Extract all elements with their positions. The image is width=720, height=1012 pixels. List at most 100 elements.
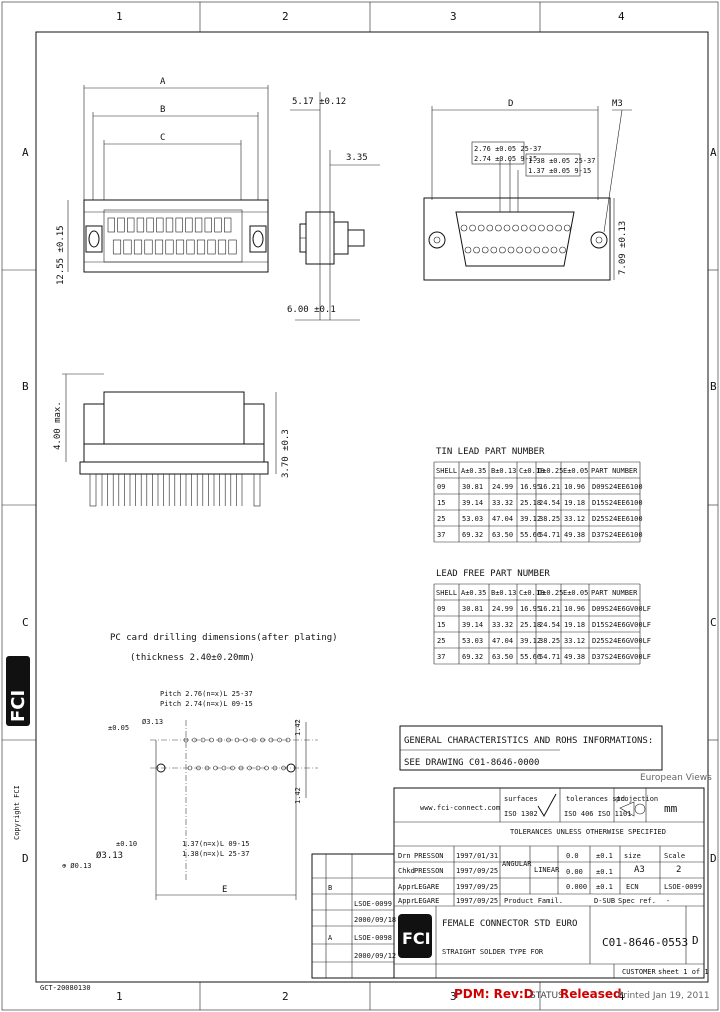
lf-table-title: LEAD FREE PART NUMBER <box>436 569 550 579</box>
pcb-label-11: ⊕ Ø0.13 <box>62 862 92 870</box>
table-cell: 38.25 <box>539 515 560 523</box>
table-cell: 19.18 <box>564 621 585 629</box>
pcb-label-8: 1.38(n=x)L 25-37 <box>182 850 249 858</box>
drill-hole <box>238 765 244 771</box>
table-cell: 69.32 <box>462 653 483 661</box>
drill-hole <box>260 737 265 743</box>
table-cell: 30.81 <box>462 605 483 613</box>
pcb-label-2: Pitch 2.74(n=x)L 09-15 <box>160 700 253 708</box>
dim-m3: M3 <box>612 99 623 109</box>
drill-hole <box>268 737 274 743</box>
contact-hole <box>542 246 549 254</box>
dim-side-1: 5.17 ±0.12 <box>292 97 346 107</box>
table-cell: 49.38 <box>564 653 585 661</box>
table-cell: 55.66 <box>520 531 541 539</box>
table-cell: 09 <box>437 605 445 613</box>
zone-top-3: 3 <box>450 10 457 23</box>
table-cell: 54.71 <box>539 653 560 661</box>
rev-row-4-date: 2000/09/12 <box>354 952 396 960</box>
contact-hole <box>550 246 558 254</box>
drill-hole <box>209 737 214 743</box>
zone-left-b: B <box>22 380 29 393</box>
contact-slot <box>107 217 115 233</box>
drill-hole <box>264 765 269 771</box>
table-header: D±0.25 <box>538 467 563 475</box>
table-cell: 16.95 <box>520 605 541 613</box>
tol-2-val: 0.00 <box>566 868 583 876</box>
contact-hole <box>481 246 489 254</box>
contact-hole <box>460 224 468 232</box>
zone-bottom-3: 3 <box>450 990 457 1003</box>
drill-hole <box>234 737 240 743</box>
pcb-label-1: Pitch 2.76(n=x)L 25-37 <box>160 690 253 698</box>
linear-label: LINEAR <box>534 866 560 874</box>
pdm-rev: PDM: Rev:D <box>454 987 534 1001</box>
spec-ref-label: Spec ref. <box>618 897 656 905</box>
ecn: LSOE-0099 <box>664 883 702 891</box>
contact-hole <box>473 246 480 254</box>
contact-slot <box>165 239 174 255</box>
table-cell: D37S24E6GV00LF <box>592 653 651 661</box>
title-line-1: FEMALE CONNECTOR STD EURO <box>442 919 577 929</box>
table-cell: 39.14 <box>462 621 483 629</box>
contact-slot <box>165 217 174 233</box>
contact-slot <box>175 239 185 255</box>
contact-hole <box>546 224 554 232</box>
drill-hole <box>281 765 286 771</box>
contact-hole <box>499 246 506 254</box>
contact-hole <box>469 224 476 232</box>
pitch-note-4: 1.37 ±0.05 9-15 <box>528 167 591 175</box>
contact-hole <box>464 246 472 254</box>
table-header: SHELL <box>436 589 457 597</box>
spec-ref: - <box>666 897 670 905</box>
tol-1-val: 0.0 <box>566 852 579 860</box>
zone-top-1: 1 <box>116 10 123 23</box>
angular-label: ANGULAR <box>502 860 532 868</box>
top-view <box>83 85 269 273</box>
tolerance-note: TOLERANCES UNLESS OTHERWISE SPECIFIED <box>510 828 666 836</box>
contact-hole <box>555 224 562 232</box>
table-cell: 63.50 <box>492 653 513 661</box>
zone-left-c: C <box>22 616 29 629</box>
drill-hole <box>196 765 201 771</box>
contact-hole <box>520 224 528 232</box>
contact-slot <box>175 217 183 233</box>
pcb-label-10: Ø3.13 <box>96 850 123 861</box>
drill-hole <box>255 765 261 771</box>
pcb-label-5: 1.42 <box>294 719 302 736</box>
tolerance-label: tolerances std <box>566 795 625 803</box>
drw-row-4-date: 1997/09/25 <box>456 897 498 905</box>
table-header: A±0.35 <box>461 589 486 597</box>
table-cell: 37 <box>437 531 445 539</box>
dim-b: B <box>160 105 165 115</box>
table-cell: 25 <box>437 637 445 645</box>
table-cell: 53.03 <box>462 515 483 523</box>
table-cell: 33.32 <box>492 621 513 629</box>
drill-hole <box>221 765 227 771</box>
table-header: E±0.05 <box>563 589 588 597</box>
drill-hole <box>192 737 197 743</box>
table-cell: D25S24E6GV00LF <box>592 637 651 645</box>
table-cell: 39.12 <box>520 515 541 523</box>
dim-d: D <box>508 99 513 109</box>
format: A3 <box>634 865 645 875</box>
rev-row-3-date: 2000/09/18 <box>354 916 396 924</box>
contact-slot <box>224 217 232 233</box>
pcb-label-4: ±0.05 <box>108 724 129 732</box>
tol-2-tol: ±0.1 <box>596 868 613 876</box>
zone-right-b: B <box>710 380 717 393</box>
drw-row-4-role: Appr <box>398 897 415 905</box>
zone-left-d: D <box>22 852 29 865</box>
table-cell: 24.54 <box>539 621 560 629</box>
svg-text:FCI: FCI <box>402 929 431 948</box>
product-family-label: Product Famil. <box>504 897 563 905</box>
table-cell: 16.21 <box>539 483 560 491</box>
table-cell: 39.12 <box>520 637 541 645</box>
dim-a: A <box>160 77 166 87</box>
table-cell: 15 <box>437 499 445 507</box>
contact-hole <box>486 224 494 232</box>
contact-slot <box>133 239 143 255</box>
general-line-1: GENERAL CHARACTERISTICS AND ROHS INFORMA… <box>404 736 653 746</box>
